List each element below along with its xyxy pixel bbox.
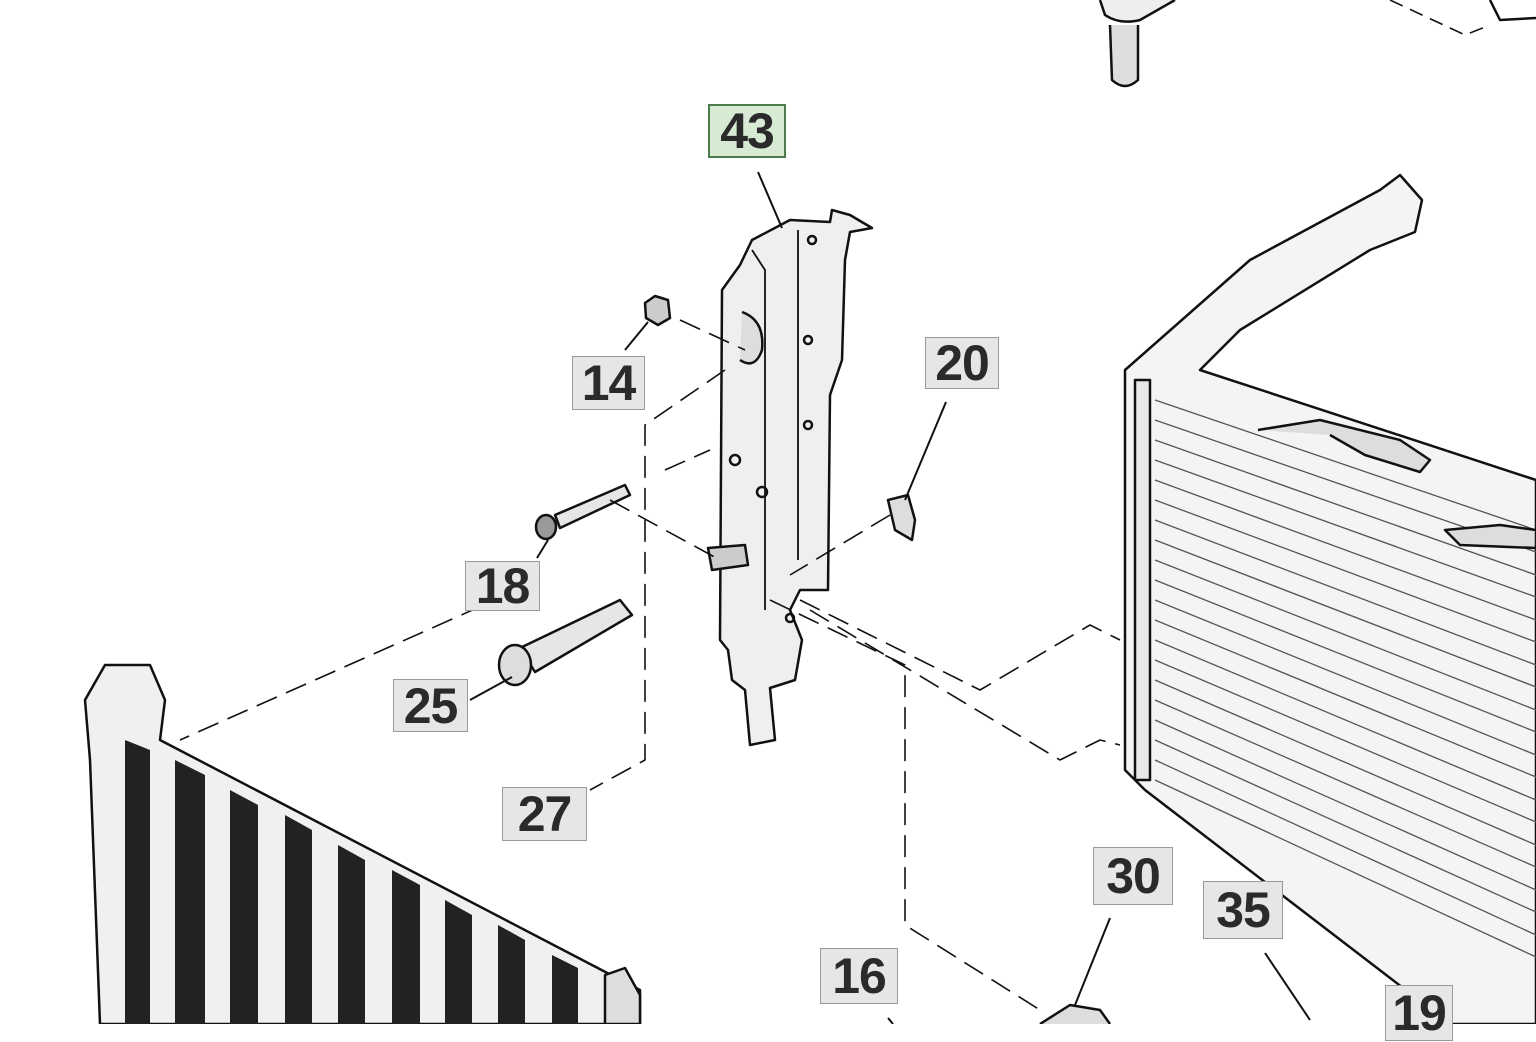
callout-18[interactable]: 18: [465, 558, 540, 614]
callout-20[interactable]: 20: [925, 335, 999, 391]
bracket-part-43[interactable]: [706, 208, 874, 747]
top-component[interactable]: [1098, 0, 1536, 88]
callout-25[interactable]: 25: [393, 678, 468, 734]
pin-part-25[interactable]: [497, 598, 634, 687]
nut-part-14[interactable]: [643, 294, 672, 327]
clip-part-20[interactable]: [886, 493, 917, 542]
bracket-part-30[interactable]: [1039, 1003, 1112, 1024]
callout-27[interactable]: 27: [502, 786, 587, 842]
callout-35[interactable]: 35: [1203, 881, 1283, 939]
radiator-right[interactable]: [1123, 173, 1536, 1024]
bolt-part-18[interactable]: [534, 483, 632, 541]
callout-30[interactable]: 30: [1093, 847, 1173, 905]
callout-43[interactable]: 43: [708, 103, 786, 159]
radiator-left[interactable]: [83, 663, 642, 1024]
callout-16[interactable]: 16: [820, 948, 898, 1004]
callout-19[interactable]: 19: [1385, 985, 1453, 1041]
callout-14[interactable]: 14: [572, 355, 645, 411]
